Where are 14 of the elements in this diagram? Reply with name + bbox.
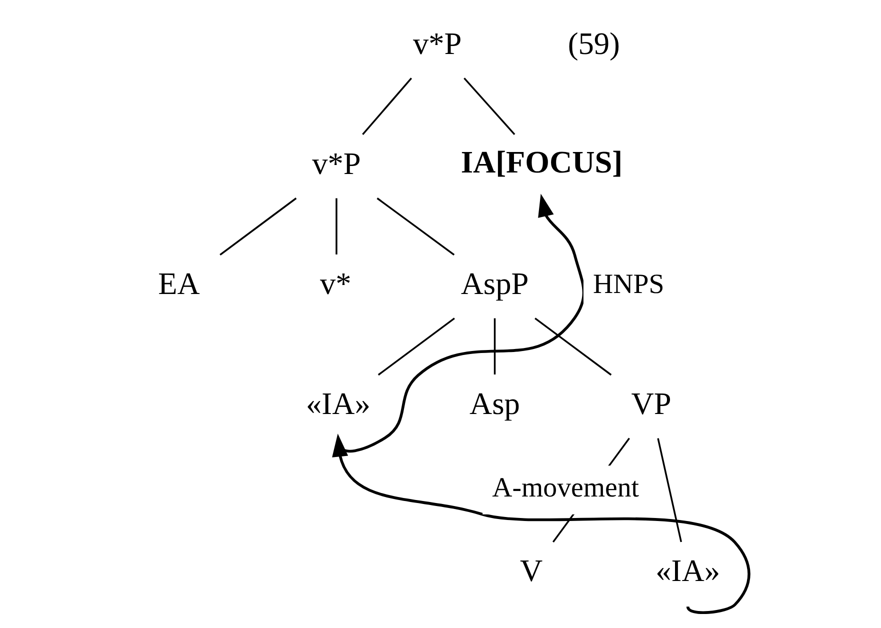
node-text: VP — [630, 386, 671, 422]
edge-label: A-movement — [492, 472, 638, 504]
node-text: EA — [158, 266, 200, 302]
node-text: «IA» — [306, 386, 370, 422]
node-text: Asp — [469, 386, 520, 422]
node-text: v* — [319, 266, 351, 302]
node-text: AspP — [460, 266, 528, 302]
node-text: «IA» — [655, 553, 720, 588]
node-text: IA[FOCUS] — [460, 144, 622, 180]
label: (59) — [567, 26, 620, 62]
node-text: v*P — [412, 26, 462, 62]
edge-label: HNPS — [592, 269, 664, 300]
node-text: V — [519, 553, 542, 588]
node-text: v*P — [312, 146, 360, 182]
